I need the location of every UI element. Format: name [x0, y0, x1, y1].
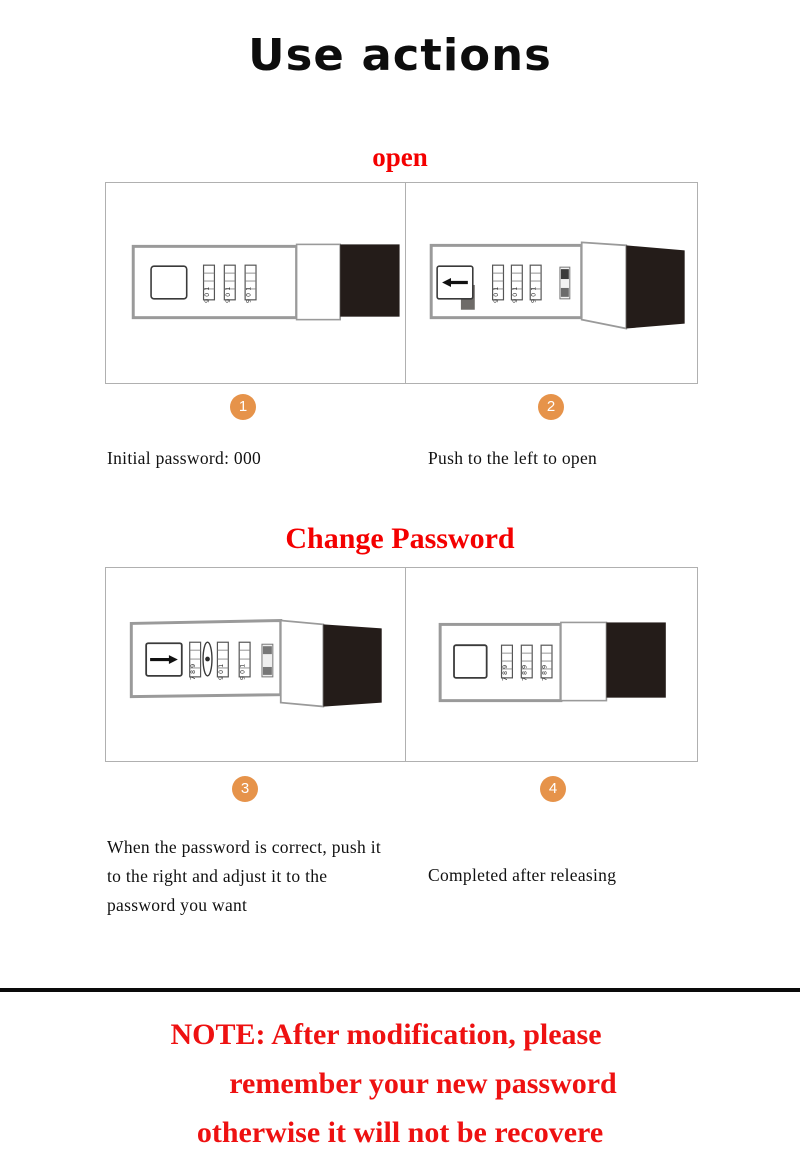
- arrow-right-icon: [150, 655, 178, 665]
- step-illustration-1: 9 0 1 9 0 1 9 0 1: [105, 182, 410, 384]
- section-divider: [0, 988, 800, 992]
- svg-text:9 0 1: 9 0 1: [239, 664, 247, 680]
- step-badge-4: 4: [540, 776, 566, 802]
- svg-text:9 0 1: 9 0 1: [492, 287, 500, 303]
- svg-text:9 0 1: 9 0 1: [511, 287, 519, 303]
- step-caption-1: Initial password: 000: [107, 448, 262, 468]
- section-heading-change-password: Change Password: [285, 522, 515, 555]
- arrow-left-icon: [442, 278, 468, 287]
- svg-text:7 8 9: 7 8 9: [189, 664, 197, 680]
- note-line-3: otherwise it will not be recovere: [196, 1116, 604, 1149]
- step-badge-1: 1: [230, 394, 256, 420]
- dial-rotating: 7 8 9: [189, 641, 213, 680]
- latch-indicator: [261, 643, 274, 678]
- step-badge-2: 2: [538, 394, 564, 420]
- step-caption-3: When the password is correct, push it to…: [107, 837, 382, 915]
- svg-text:7 8 9: 7 8 9: [541, 665, 549, 681]
- svg-text:7 8 9: 7 8 9: [501, 665, 509, 681]
- svg-text:9 0 1: 9 0 1: [224, 287, 232, 303]
- step-caption-2: Push to the left to open: [428, 448, 598, 468]
- note-line-1: NOTE: After modification, please: [170, 1018, 602, 1051]
- page-title: Use actions: [248, 30, 552, 81]
- step-badge-3: 3: [232, 776, 258, 802]
- section-heading-open: open: [372, 142, 428, 172]
- svg-text:7 8 9: 7 8 9: [521, 665, 529, 681]
- latch-indicator: [559, 266, 571, 300]
- note-block: NOTE: After modification, please remembe…: [0, 1010, 800, 1157]
- svg-text:9 0 1: 9 0 1: [217, 664, 225, 680]
- step-illustration-4: 7 8 9 7 8 9 7 8 9: [405, 567, 698, 762]
- step-illustration-2: 9 0 1 9 0 1 9 0 1: [405, 182, 698, 384]
- step-illustration-3: 7 8 9 9 0 1 9 0 1: [105, 567, 410, 762]
- svg-text:9 0 1: 9 0 1: [245, 287, 253, 303]
- svg-text:9 0 1: 9 0 1: [203, 287, 211, 303]
- step-caption-4: Completed after releasing: [428, 865, 617, 885]
- svg-text:9 0 1: 9 0 1: [530, 287, 538, 303]
- note-line-2: remember your new password: [229, 1067, 617, 1100]
